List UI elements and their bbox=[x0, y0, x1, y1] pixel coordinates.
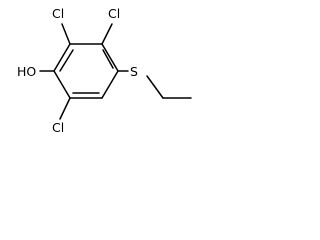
atom-label-hydroxyl: HO bbox=[17, 64, 36, 79]
bond-c5-cl bbox=[59, 97, 71, 120]
substituent-bonds bbox=[39, 23, 192, 120]
bond-c6-c1 bbox=[53, 43, 71, 72]
bond-c1-cl bbox=[61, 23, 71, 45]
bond-c5-c6 bbox=[53, 70, 71, 99]
bond-c2-cl bbox=[101, 23, 113, 45]
atom-label-cl-top-right: Cl bbox=[108, 6, 120, 21]
bond-s-methyl-down bbox=[146, 75, 164, 99]
ring-bonds bbox=[53, 43, 119, 99]
double-bond-inner-c2-c3 bbox=[102, 49, 114, 69]
bond-c2-c3 bbox=[101, 43, 119, 72]
atom-labels: Cl Cl HO S Cl bbox=[17, 6, 138, 135]
atom-label-sulfur: S bbox=[130, 64, 138, 79]
atom-label-cl-top-left: Cl bbox=[52, 6, 64, 21]
atom-label-cl-bottom: Cl bbox=[52, 120, 64, 135]
double-bond-inner-c1-c6 bbox=[59, 49, 74, 72]
structure-diagram: Cl Cl HO S Cl bbox=[17, 6, 192, 135]
bond-c3-c4 bbox=[101, 70, 119, 99]
